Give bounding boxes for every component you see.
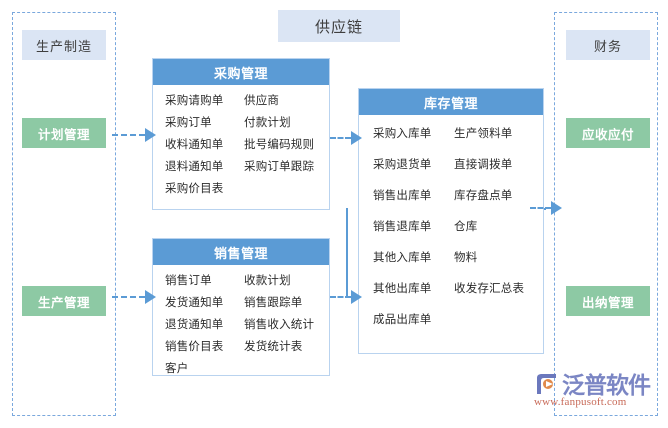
list-item[interactable]: 收料通知单 xyxy=(165,139,224,151)
arrow-production-to-sales-icon xyxy=(112,290,156,304)
list-item[interactable]: 成品出库单 xyxy=(373,314,432,326)
module-plan-management[interactable]: 计划管理 xyxy=(22,118,106,148)
list-item[interactable]: 采购请购单 xyxy=(165,95,224,107)
list-item[interactable]: 销售跟踪单 xyxy=(244,297,303,309)
panel-body-purchase-management: 采购请购单 供应商 采购订单 付款计划 收料通知单 批号编码规则 退料通知单 采… xyxy=(153,85,329,209)
list-item[interactable]: 销售订单 xyxy=(165,275,212,287)
list-item[interactable]: 销售退库单 xyxy=(373,221,432,233)
diagram-title: 供应链 xyxy=(278,10,400,42)
list-item[interactable]: 退料通知单 xyxy=(165,161,224,173)
arrow-shaft xyxy=(112,134,145,136)
arrow-head xyxy=(551,201,562,215)
arrow-shaft xyxy=(330,296,351,298)
list-item[interactable]: 库存盘点单 xyxy=(454,190,513,202)
module-cashier-management[interactable]: 出纳管理 xyxy=(566,286,650,316)
arrow-shaft xyxy=(330,137,351,139)
list-item[interactable]: 直接调拨单 xyxy=(454,159,513,171)
list-item[interactable]: 销售收入统计 xyxy=(244,319,315,331)
list-item[interactable]: 生产领料单 xyxy=(454,128,513,140)
connector-sales-vertical xyxy=(346,208,348,298)
panel-body-sales-management: 销售订单 收款计划 发货通知单 销售跟踪单 退货通知单 销售收入统计 销售价目表… xyxy=(153,265,329,382)
arrow-head xyxy=(145,128,156,142)
panel-item-grid: 采购入库单 生产领料单 采购退货单 直接调拨单 销售出库单 库存盘点单 销售退库… xyxy=(373,125,529,327)
panel-purchase-management: 采购管理 采购请购单 供应商 采购订单 付款计划 收料通知单 批号编码规则 退料… xyxy=(152,58,330,210)
connector-inventory-out xyxy=(544,208,546,210)
arrow-head xyxy=(145,290,156,304)
list-item[interactable]: 供应商 xyxy=(244,95,280,107)
list-item[interactable]: 物料 xyxy=(454,252,478,264)
arrow-inventory-to-finance-icon xyxy=(530,201,562,215)
panel-item-grid: 销售订单 收款计划 发货通知单 销售跟踪单 退货通知单 销售收入统计 销售价目表… xyxy=(165,272,317,376)
list-item[interactable]: 仓库 xyxy=(454,221,478,233)
list-item[interactable]: 采购订单 xyxy=(165,117,212,129)
list-item-empty xyxy=(244,360,317,376)
panel-header-purchase-management: 采购管理 xyxy=(153,59,329,85)
group-container-production xyxy=(12,12,116,416)
panel-item-grid: 采购请购单 供应商 采购订单 付款计划 收料通知单 批号编码规则 退料通知单 采… xyxy=(165,92,317,196)
panel-header-sales-management: 销售管理 xyxy=(153,239,329,265)
list-item[interactable]: 客户 xyxy=(165,363,189,375)
list-item[interactable]: 其他入库单 xyxy=(373,252,432,264)
list-item[interactable]: 销售出库单 xyxy=(373,190,432,202)
list-item[interactable]: 采购订单跟踪 xyxy=(244,161,315,173)
arrow-head xyxy=(351,131,362,145)
list-item[interactable]: 采购价目表 xyxy=(165,183,224,195)
list-item[interactable]: 收发存汇总表 xyxy=(454,283,525,295)
list-item-empty xyxy=(244,180,317,196)
list-item[interactable]: 销售价目表 xyxy=(165,341,224,353)
list-item[interactable]: 发货统计表 xyxy=(244,341,303,353)
arrow-sales-to-inventory-icon xyxy=(330,290,362,304)
module-production-management[interactable]: 生产管理 xyxy=(22,286,106,316)
group-container-finance xyxy=(554,12,658,416)
list-item[interactable]: 付款计划 xyxy=(244,117,291,129)
list-item[interactable]: 退货通知单 xyxy=(165,319,224,331)
list-item-empty xyxy=(454,311,529,327)
list-item[interactable]: 发货通知单 xyxy=(165,297,224,309)
list-item[interactable]: 批号编码规则 xyxy=(244,139,315,151)
panel-header-inventory-management: 库存管理 xyxy=(359,89,543,115)
arrow-purchase-to-inventory-icon xyxy=(330,131,362,145)
list-item[interactable]: 采购入库单 xyxy=(373,128,432,140)
panel-sales-management: 销售管理 销售订单 收款计划 发货通知单 销售跟踪单 退货通知单 销售收入统计 … xyxy=(152,238,330,376)
panel-inventory-management: 库存管理 采购入库单 生产领料单 采购退货单 直接调拨单 销售出库单 库存盘点单… xyxy=(358,88,544,354)
arrow-plan-to-purchase-icon xyxy=(112,128,156,142)
arrow-shaft xyxy=(112,296,145,298)
list-item[interactable]: 其他出库单 xyxy=(373,283,432,295)
group-label-production: 生产制造 xyxy=(22,30,106,60)
panel-body-inventory-management: 采购入库单 生产领料单 采购退货单 直接调拨单 销售出库单 库存盘点单 销售退库… xyxy=(359,115,543,353)
arrow-shaft xyxy=(530,207,551,209)
list-item[interactable]: 采购退货单 xyxy=(373,159,432,171)
group-label-finance: 财务 xyxy=(566,30,650,60)
list-item[interactable]: 收款计划 xyxy=(244,275,291,287)
arrow-head xyxy=(351,290,362,304)
module-receivable-payable[interactable]: 应收应付 xyxy=(566,118,650,148)
